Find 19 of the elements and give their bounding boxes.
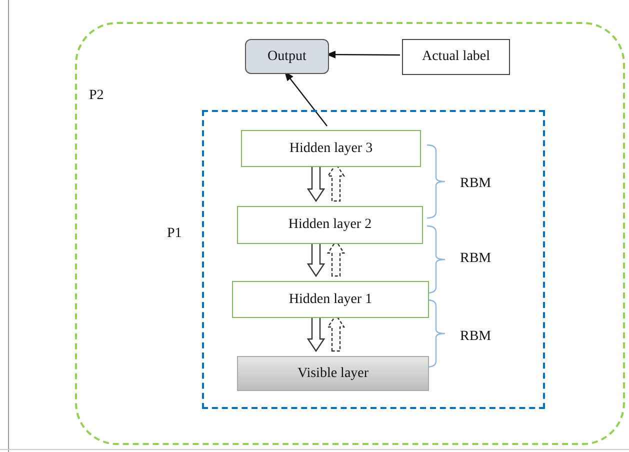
group-label: P2 (89, 88, 104, 104)
group-label: P1 (167, 226, 182, 242)
label-box (402, 39, 510, 75)
node-label: Hidden layer 1 (288, 292, 372, 308)
brace-label: RBM (460, 329, 492, 345)
arrow (284, 71, 328, 126)
layer-box (232, 281, 429, 318)
layer-box (237, 206, 423, 244)
brace-label: RBM (460, 176, 492, 192)
node-label: Hidden layer 2 (288, 217, 372, 233)
layer-box (241, 130, 421, 167)
output-box (245, 39, 329, 74)
group-boundary (75, 22, 625, 445)
node-label: Actual label (422, 49, 490, 65)
layer-box (237, 356, 429, 391)
node-label: Hidden layer 3 (289, 140, 373, 156)
node-label: Visible layer (297, 366, 369, 382)
node-label: Output (268, 48, 306, 64)
brace-label: RBM (460, 251, 492, 267)
